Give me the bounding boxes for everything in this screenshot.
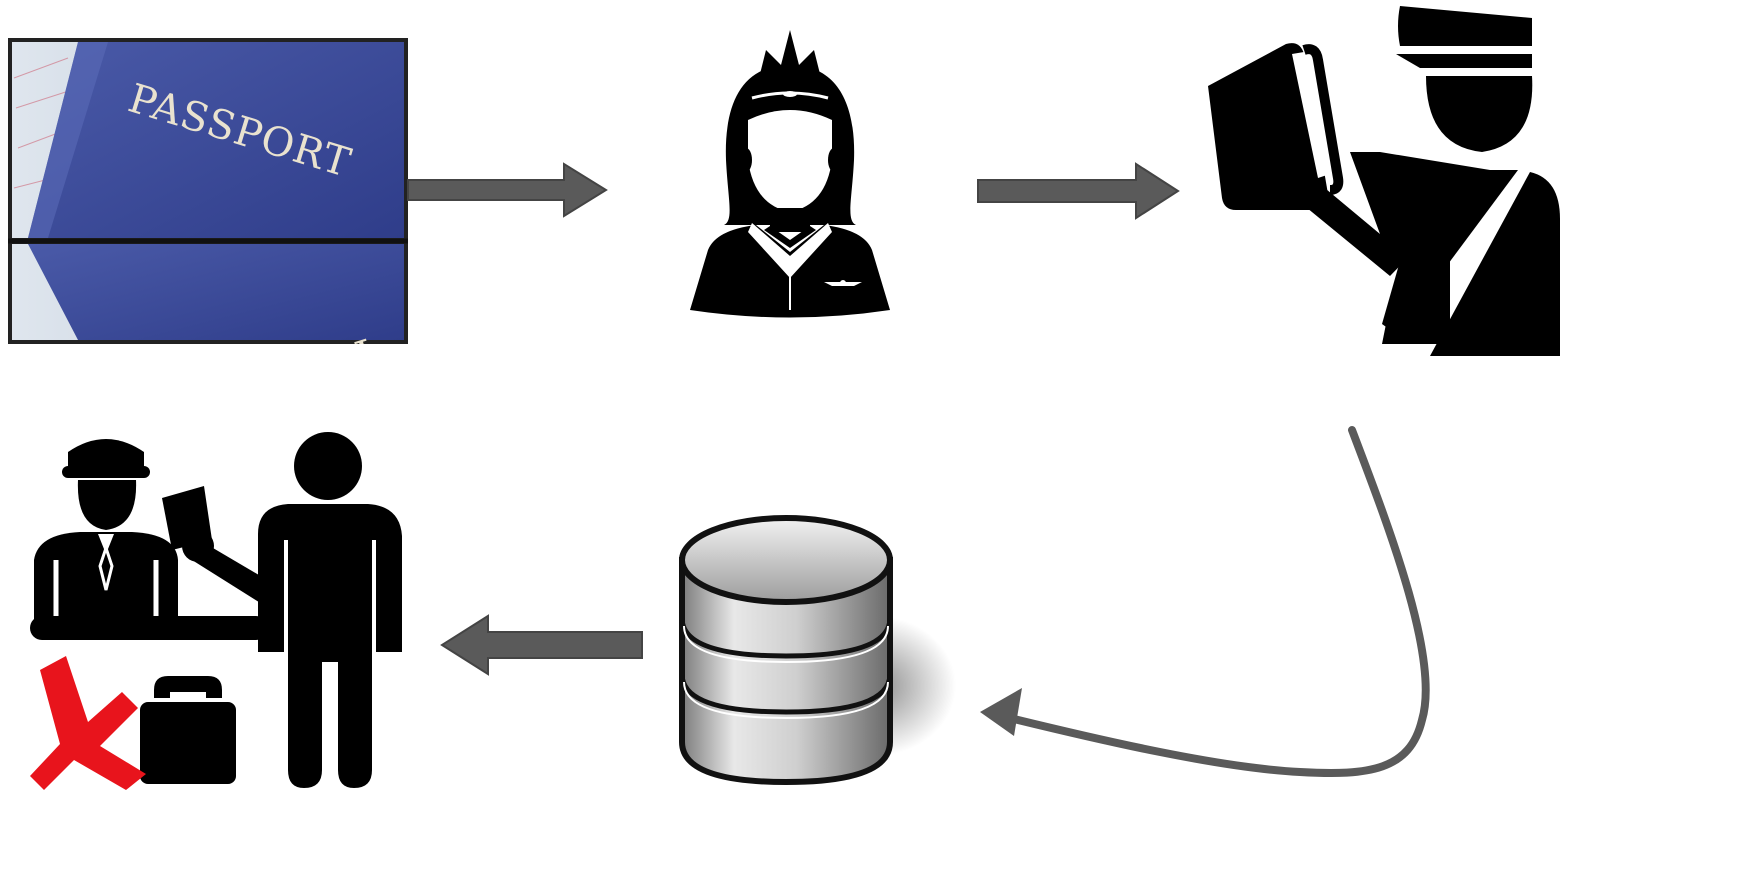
passport-photo: PASSPORT PORT (8, 38, 408, 344)
border-checkpoint-icon (26, 430, 416, 792)
officer-cap-icon (68, 439, 144, 470)
suitcase-icon (154, 676, 222, 698)
curved-arrow-officer-to-database (970, 420, 1450, 790)
reject-x-icon (30, 656, 146, 790)
arrow-passport-to-attendant (406, 160, 610, 220)
flight-attendant-icon (686, 20, 894, 320)
arrow-database-to-checkpoint (438, 612, 646, 678)
database-icon (676, 506, 956, 788)
arrow-attendant-to-officer (976, 160, 1182, 222)
officer-reading-document-icon (1200, 4, 1562, 360)
